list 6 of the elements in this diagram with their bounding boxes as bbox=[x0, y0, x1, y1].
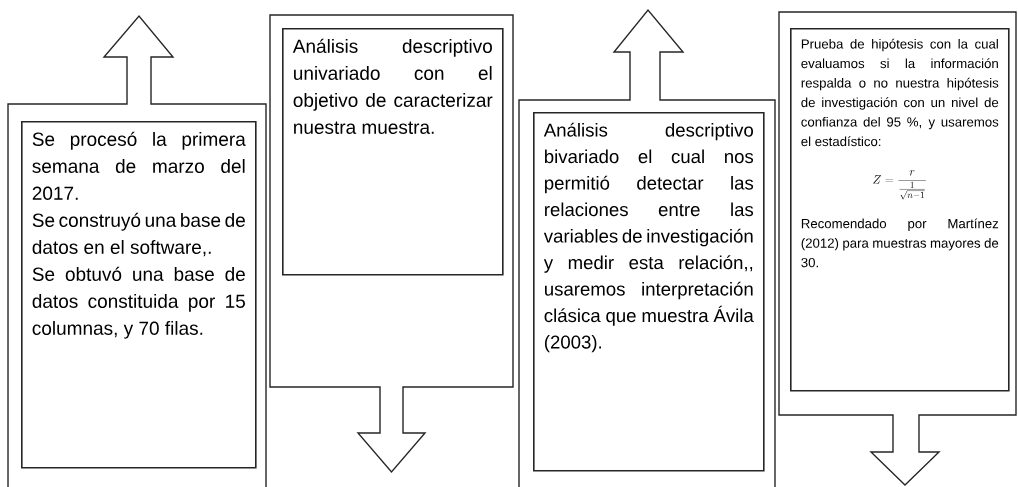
text-box: Prueba de hipótesis con la cual evaluamos si la información respalda o no nuestra hipótesis de investigación con un nivel de confianza del 95 %, y usaremos el estadístico: $Z=\frac{r}{\frac{1}{\sqrt{n-1}}}$ Recomendado por Martínez (2012) para muestras mayores de 30. bbox=[790, 28, 1010, 392]
arrow-frame bbox=[269, 14, 514, 474]
arrow-frame bbox=[778, 11, 1017, 486]
text-box: Análisis descriptivo bivariado el cual nos permitió detectar las relaciones entre las variables de investigación y medir esta relación,, usaremos interpretación clásica que muestra Ávila (2003). bbox=[533, 112, 765, 472]
text-box: Se procesó la primera semana de marzo del 2017. Se construyó una base de datos en el software,. Se obtuvó una base de datos constituida por 15 columnas, y 70 filas. bbox=[21, 121, 257, 469]
text-box: Análisis descriptivo univariado con el objetivo de caracterizar nuestra muestra. bbox=[282, 28, 504, 276]
